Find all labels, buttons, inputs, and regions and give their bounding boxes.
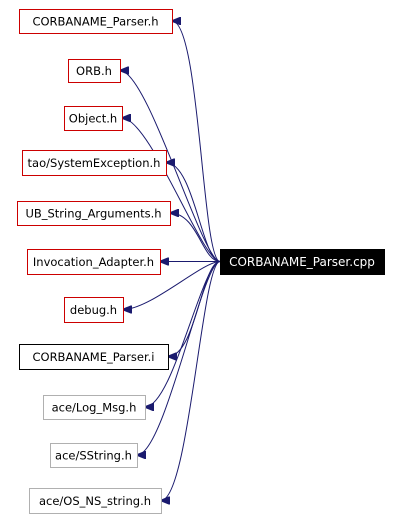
edge-n4 <box>170 213 221 262</box>
include-node-label: Object.h <box>69 112 117 126</box>
root-node-box <box>220 249 385 275</box>
include-node-box <box>43 395 146 420</box>
include-node-box <box>64 297 124 323</box>
include-node-label: ace/OS_NS_string.h <box>39 494 151 508</box>
include-node[interactable]: debug.h <box>64 297 124 323</box>
edge-n8 <box>145 261 221 408</box>
edge-n0 <box>172 21 221 262</box>
include-node[interactable]: Object.h <box>64 106 123 131</box>
include-node[interactable]: CORBANAME_Parser.h <box>19 9 173 34</box>
include-node-label: ace/SString.h <box>55 449 132 463</box>
include-node-label: tao/SystemException.h <box>28 156 161 170</box>
include-node-box <box>22 150 167 176</box>
include-node-box <box>64 106 123 131</box>
include-node-box <box>19 9 173 34</box>
edges-layer <box>120 21 221 501</box>
edge-n10 <box>161 261 221 501</box>
include-node[interactable]: ORB.h <box>68 59 121 83</box>
edge-n9 <box>137 261 221 456</box>
include-node[interactable]: ace/Log_Msg.h <box>43 395 146 420</box>
root-node-label: CORBANAME_Parser.cpp <box>229 255 375 269</box>
include-node-label: UB_String_Arguments.h <box>25 207 161 221</box>
include-node-label: debug.h <box>70 303 117 317</box>
edge-n3 <box>166 163 221 262</box>
include-node-box <box>27 249 161 275</box>
include-node[interactable]: ace/OS_NS_string.h <box>29 488 162 514</box>
include-node[interactable]: UB_String_Arguments.h <box>17 201 171 226</box>
include-node-label: CORBANAME_Parser.h <box>32 15 158 29</box>
include-node[interactable]: CORBANAME_Parser.i <box>19 344 169 370</box>
include-node-label: ace/Log_Msg.h <box>52 401 137 415</box>
include-node-box <box>50 443 138 468</box>
include-node-box <box>17 201 171 226</box>
include-node-box <box>19 344 169 370</box>
include-node-box <box>29 488 162 514</box>
include-node[interactable]: Invocation_Adapter.h <box>27 249 161 275</box>
include-node[interactable]: ace/SString.h <box>50 443 138 468</box>
include-node-label: ORB.h <box>76 64 112 78</box>
include-node-label: Invocation_Adapter.h <box>33 255 154 269</box>
edge-n6 <box>123 261 221 310</box>
include-node-label: CORBANAME_Parser.i <box>32 350 154 364</box>
include-node-box <box>68 59 121 83</box>
root-node[interactable]: CORBANAME_Parser.cpp <box>220 249 385 275</box>
include-node[interactable]: tao/SystemException.h <box>22 150 167 176</box>
